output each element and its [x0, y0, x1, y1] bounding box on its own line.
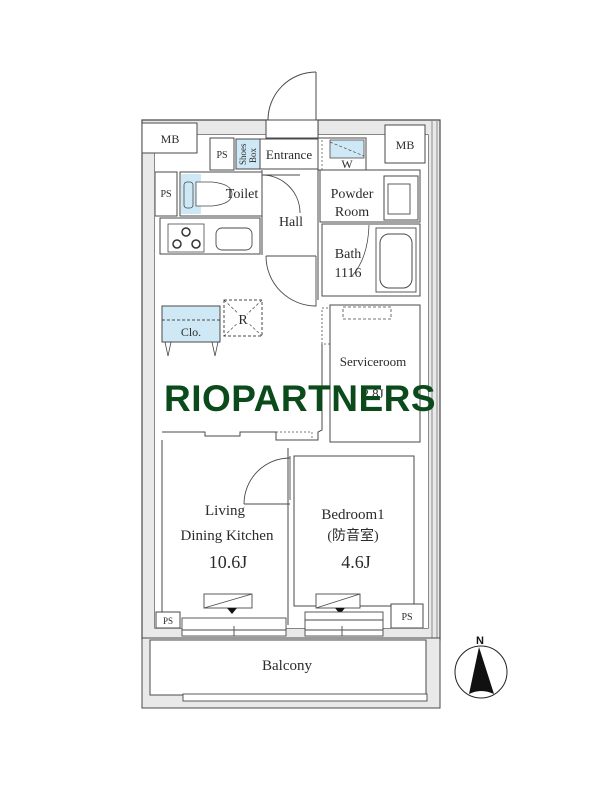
- bedroom-size: 4.6J: [341, 552, 371, 572]
- living-label-1: Living: [205, 503, 245, 519]
- bedroom-label-2: (防音室): [327, 527, 379, 544]
- washer-label: W: [341, 157, 353, 171]
- shoes-box-label-2: Box: [248, 147, 258, 163]
- bedroom-label-1: Bedroom1: [321, 507, 384, 523]
- ps-toilet-label: PS: [160, 189, 171, 200]
- ps-toilet-box: PS: [154, 171, 178, 217]
- ps-living-label: PS: [163, 616, 173, 626]
- shoes-box: Shoes Box: [235, 138, 261, 170]
- bath-room: Bath 1116: [321, 223, 421, 297]
- powder-room: Powder Room: [319, 169, 421, 223]
- kitchen-counter: [159, 217, 261, 255]
- mb-left-label: MB: [161, 132, 180, 146]
- closet: Clo.: [161, 305, 221, 357]
- north-compass-icon: N: [454, 635, 508, 699]
- bathtub-icon: [379, 233, 413, 289]
- hall-door: [265, 255, 317, 307]
- entrance: Entrance: [259, 138, 319, 170]
- window-ldk: [181, 617, 287, 637]
- toilet-bowl-icon: [195, 181, 233, 207]
- balcony-label: Balcony: [262, 658, 312, 674]
- living-dining-kitchen: Living Dining Kitchen 10.6J: [161, 440, 289, 625]
- hall-label: Hall: [279, 215, 303, 230]
- shoes-box-label-1: Shoes: [238, 143, 248, 165]
- ps-bedroom-box: PS: [390, 603, 424, 629]
- entry-door: [265, 71, 319, 139]
- refrigerator-label: R: [238, 313, 248, 328]
- bath-label-1: Bath: [335, 247, 361, 262]
- bath-label-2: 1116: [335, 266, 362, 281]
- hall: Hall: [261, 170, 319, 307]
- serviceroom: Serviceroom 2.8J: [321, 304, 421, 443]
- living-label-2: Dining Kitchen: [181, 528, 274, 544]
- mb-left-box: MB: [141, 122, 198, 154]
- ps-entrance-label: PS: [216, 150, 227, 161]
- ps-bedroom-label: PS: [401, 612, 412, 623]
- bedroom1: Bedroom1 (防音室) 4.6J: [293, 455, 415, 614]
- powder-room-label-1: Powder: [331, 187, 374, 202]
- entrance-label: Entrance: [266, 147, 312, 162]
- refrigerator-space: R: [223, 299, 263, 337]
- toilet-label: Toilet: [226, 187, 259, 202]
- powder-room-label-2: Room: [335, 205, 369, 220]
- toilet-tank-icon: [183, 181, 194, 209]
- serviceroom-label: Serviceroom: [340, 354, 406, 369]
- serviceroom-size: 2.8J: [362, 386, 383, 401]
- window-bedroom: [304, 611, 384, 637]
- balcony: Balcony: [141, 637, 441, 709]
- mb-right-label: MB: [396, 138, 415, 152]
- washer-space: W: [317, 137, 367, 171]
- living-size: 10.6J: [209, 552, 248, 572]
- bedroom-door: [243, 456, 291, 505]
- toilet-room: Toilet: [179, 171, 263, 217]
- ps-living-box: PS: [155, 611, 181, 629]
- sink-icon: [215, 227, 253, 251]
- ps-entrance-box: PS: [209, 137, 235, 171]
- compass-north-label: N: [476, 635, 484, 647]
- sliding-door: [275, 431, 313, 441]
- mb-right-box: MB: [384, 124, 426, 164]
- closet-label: Clo.: [181, 325, 201, 339]
